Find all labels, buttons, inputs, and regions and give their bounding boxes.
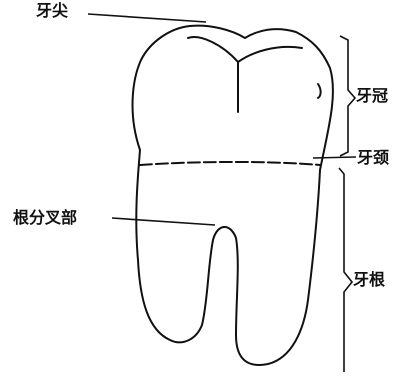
tooth-tip-leader	[88, 14, 206, 22]
occlusal-ridge	[188, 37, 302, 62]
tooth-outline	[133, 26, 333, 365]
label-neck: 牙颈	[357, 150, 389, 166]
label-crown: 牙冠	[356, 88, 388, 104]
crown-bracket	[340, 36, 355, 156]
cusp-ridge	[318, 84, 321, 98]
root-bracket	[339, 168, 352, 372]
neck-leader	[313, 157, 356, 158]
root-fork-leader	[112, 218, 215, 225]
neck-line	[140, 162, 320, 165]
label-root-fork: 根分叉部	[13, 210, 77, 226]
label-root: 牙根	[353, 272, 385, 288]
label-tooth-tip: 牙尖	[36, 3, 68, 19]
